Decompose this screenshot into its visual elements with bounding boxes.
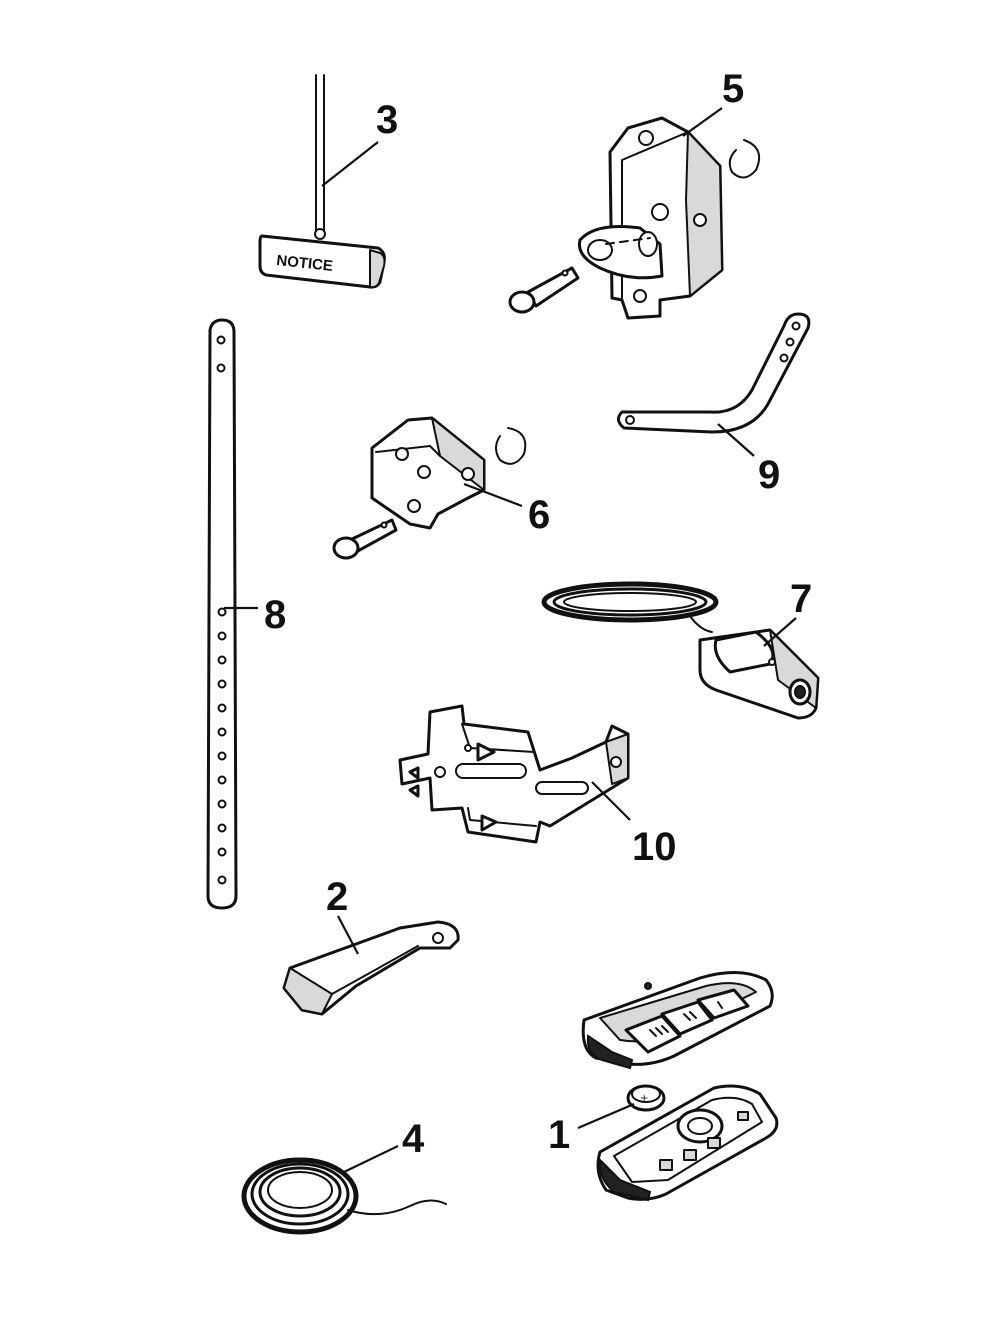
sensor-bracket-icon <box>398 704 630 844</box>
callout-5: 5 <box>722 67 744 111</box>
callout-1: 1 <box>548 1113 570 1157</box>
visor-clip-icon <box>282 920 460 1016</box>
remote-control-icon <box>581 970 774 1070</box>
callout-6: 6 <box>528 493 550 537</box>
callout-2: 2 <box>326 875 348 919</box>
remote-case-back-icon <box>596 1084 779 1202</box>
curved-door-arm-icon <box>617 312 811 434</box>
callout-10: 10 <box>632 825 677 869</box>
notice-tag-label: NOTICE <box>276 252 334 275</box>
callout-3: 3 <box>376 98 398 142</box>
arm-hole-row <box>217 607 227 885</box>
header-bracket-icon <box>508 116 760 320</box>
sensor-with-wire-icon <box>541 581 820 720</box>
door-bracket-icon <box>332 416 527 560</box>
callout-9: 9 <box>758 453 780 497</box>
callout-7: 7 <box>790 577 812 621</box>
callout-8: 8 <box>264 593 286 637</box>
tape-roll-icon <box>241 1157 447 1235</box>
straight-door-arm-icon <box>206 318 238 910</box>
notice-tag-icon: NOTICE <box>258 74 386 289</box>
callout-4: 4 <box>402 1117 425 1161</box>
coin-battery-icon: + <box>626 1084 666 1112</box>
svg-text:+: + <box>640 1093 648 1104</box>
